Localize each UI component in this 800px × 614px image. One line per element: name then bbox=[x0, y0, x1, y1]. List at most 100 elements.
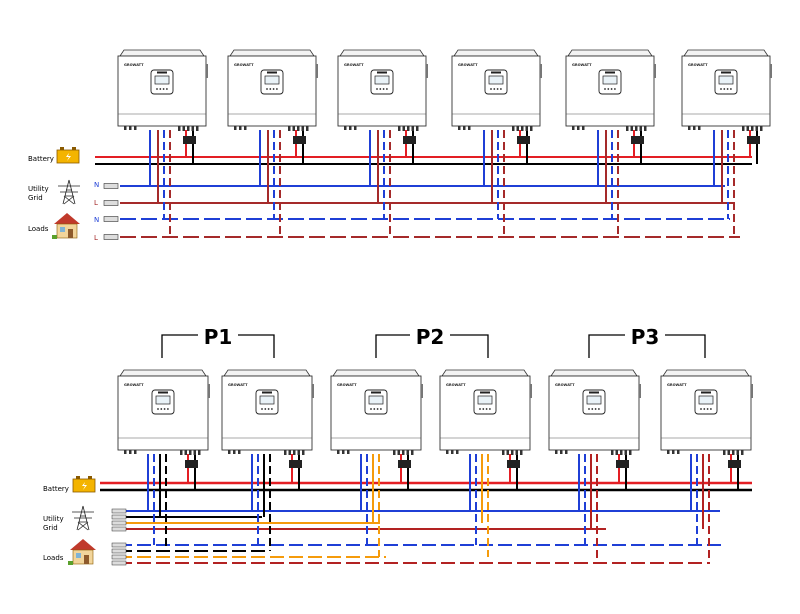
display-button bbox=[594, 408, 597, 410]
terminal bbox=[644, 126, 647, 131]
inverter-brand: GROWATT bbox=[124, 383, 144, 387]
display-button bbox=[271, 408, 273, 410]
terminal bbox=[530, 126, 533, 131]
terminal bbox=[178, 126, 181, 131]
terminal bbox=[297, 450, 300, 455]
terminal bbox=[302, 450, 305, 455]
led-strip bbox=[480, 391, 490, 394]
side-handle bbox=[540, 64, 542, 78]
terminal bbox=[244, 126, 247, 130]
terminal bbox=[198, 450, 201, 455]
display-button bbox=[376, 88, 378, 90]
group-bracket-p2 bbox=[375, 334, 489, 358]
display-button bbox=[604, 88, 606, 90]
terminal bbox=[468, 126, 471, 130]
terminal bbox=[411, 126, 414, 131]
grid-label: Grid bbox=[28, 194, 43, 202]
display-button bbox=[598, 408, 600, 410]
terminal bbox=[407, 126, 410, 131]
display-button bbox=[166, 88, 168, 90]
terminal bbox=[228, 450, 231, 454]
display-button bbox=[167, 408, 169, 410]
display-button bbox=[272, 88, 275, 90]
inverter-lid bbox=[683, 49, 769, 57]
inverter-lid bbox=[441, 369, 529, 377]
terminal bbox=[134, 450, 137, 454]
house-icon bbox=[52, 213, 80, 239]
terminal bbox=[688, 126, 691, 130]
terminal bbox=[189, 450, 192, 455]
display-screen bbox=[602, 75, 618, 85]
inverter-body bbox=[451, 55, 541, 127]
terminal bbox=[741, 450, 744, 455]
inverter-brand: GROWATT bbox=[124, 63, 144, 67]
display-screen bbox=[477, 395, 493, 405]
terminal bbox=[292, 126, 295, 131]
terminal bbox=[520, 450, 523, 455]
terminal bbox=[342, 450, 345, 454]
terminal-connector bbox=[103, 234, 119, 240]
terminal bbox=[284, 450, 287, 455]
fuse-block bbox=[631, 136, 644, 144]
terminal bbox=[180, 450, 183, 455]
led-strip bbox=[491, 71, 501, 74]
display-button bbox=[162, 88, 165, 90]
terminal bbox=[512, 126, 515, 131]
terminal-connector bbox=[111, 526, 127, 532]
grid-l-letter: L bbox=[94, 199, 98, 207]
terminal bbox=[456, 450, 459, 454]
inverter-top-1: GROWATT bbox=[117, 49, 208, 131]
fuse-block bbox=[185, 460, 198, 468]
inverter-body bbox=[565, 55, 655, 127]
display-button bbox=[276, 88, 278, 90]
display-button bbox=[261, 408, 263, 410]
display-button bbox=[266, 88, 268, 90]
terminal bbox=[515, 450, 518, 455]
terminal bbox=[411, 450, 414, 455]
display-button bbox=[726, 88, 729, 90]
terminal-connector bbox=[103, 216, 119, 222]
inverter-bottom-2: GROWATT bbox=[221, 369, 314, 455]
battery-label: Battery bbox=[43, 485, 69, 493]
led-strip bbox=[267, 71, 277, 74]
terminal bbox=[667, 450, 670, 454]
led-strip bbox=[721, 71, 731, 74]
terminal bbox=[516, 126, 519, 131]
transmission-tower-icon bbox=[58, 179, 80, 205]
display-screen bbox=[259, 395, 275, 405]
inverter-bottom-6: GROWATT bbox=[660, 369, 753, 455]
side-handle bbox=[312, 384, 314, 398]
terminal bbox=[306, 126, 309, 131]
terminal bbox=[451, 450, 454, 454]
display-button bbox=[479, 408, 481, 410]
loads-n-letter: N bbox=[94, 216, 99, 224]
display-button bbox=[496, 88, 499, 90]
group-label-p3: P3 bbox=[631, 325, 660, 349]
fuse-block bbox=[183, 136, 196, 144]
display-button bbox=[591, 408, 594, 410]
side-handle bbox=[770, 64, 772, 78]
terminal bbox=[233, 450, 236, 454]
display-button bbox=[264, 408, 267, 410]
inverter-body bbox=[330, 375, 422, 451]
display-screen bbox=[718, 75, 734, 85]
terminal bbox=[506, 450, 509, 455]
terminal bbox=[615, 450, 618, 455]
terminal bbox=[124, 450, 127, 454]
terminal bbox=[751, 126, 754, 131]
display-button bbox=[160, 408, 163, 410]
terminal bbox=[626, 126, 629, 131]
inverter-lid bbox=[223, 369, 311, 377]
side-handle bbox=[751, 384, 753, 398]
inverter-brand: GROWATT bbox=[228, 383, 248, 387]
terminal bbox=[572, 126, 575, 130]
inverter-top-5: GROWATT bbox=[565, 49, 656, 131]
side-handle bbox=[421, 384, 423, 398]
fuse-block bbox=[507, 460, 520, 468]
side-handle bbox=[316, 64, 318, 78]
fuse-block bbox=[747, 136, 760, 144]
terminal bbox=[182, 126, 185, 131]
